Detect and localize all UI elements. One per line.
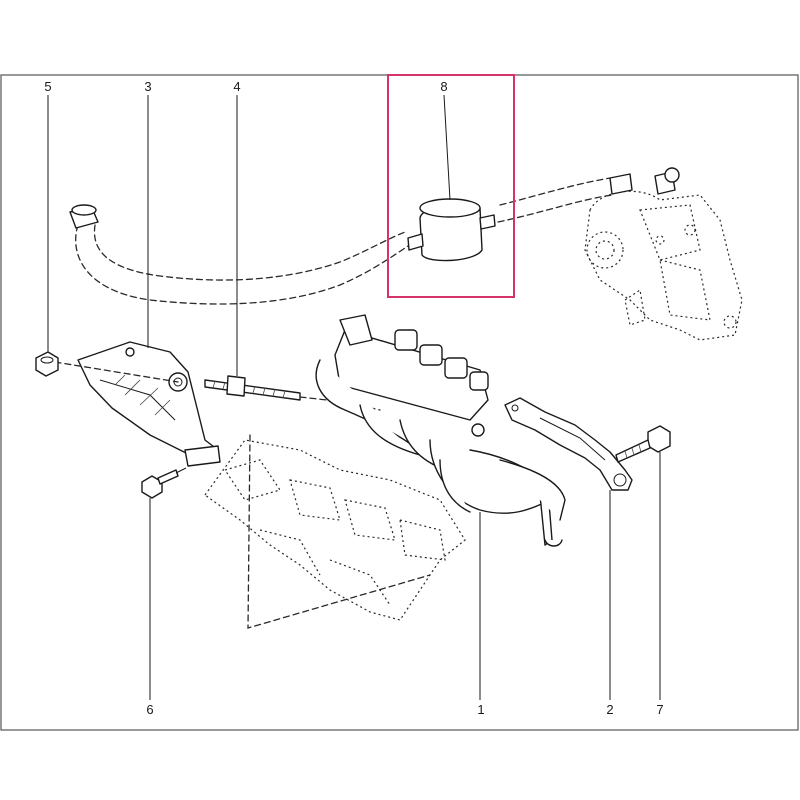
- callout-6: 6: [146, 702, 153, 717]
- engine-block-outline: [204, 434, 466, 629]
- leader-lines: [47, 95, 661, 700]
- callout-labels: 5 3 4 8 6 1 2 7: [44, 79, 663, 717]
- nut[interactable]: [35, 351, 59, 377]
- pipe-clamp-plate[interactable]: [504, 397, 633, 491]
- callout-3: 3: [144, 79, 151, 94]
- callout-5: 5: [44, 79, 51, 94]
- callout-7: 7: [656, 702, 663, 717]
- fuel-hose-dashed-outline: [69, 177, 613, 305]
- injector-pipe-assembly[interactable]: [315, 314, 566, 547]
- fuel-filter[interactable]: [387, 74, 515, 298]
- injection-pump-outline: [584, 167, 743, 341]
- mounting-bracket[interactable]: [54, 341, 221, 467]
- fuel-filter-highlight-box: [387, 74, 515, 298]
- callout-1: 1: [477, 702, 484, 717]
- stud-bolt[interactable]: [204, 375, 381, 411]
- plate-bolt[interactable]: [615, 425, 671, 463]
- bracket-bolt[interactable]: [141, 467, 187, 499]
- callout-4: 4: [233, 79, 240, 94]
- callout-8: 8: [440, 79, 447, 94]
- callout-2: 2: [606, 702, 613, 717]
